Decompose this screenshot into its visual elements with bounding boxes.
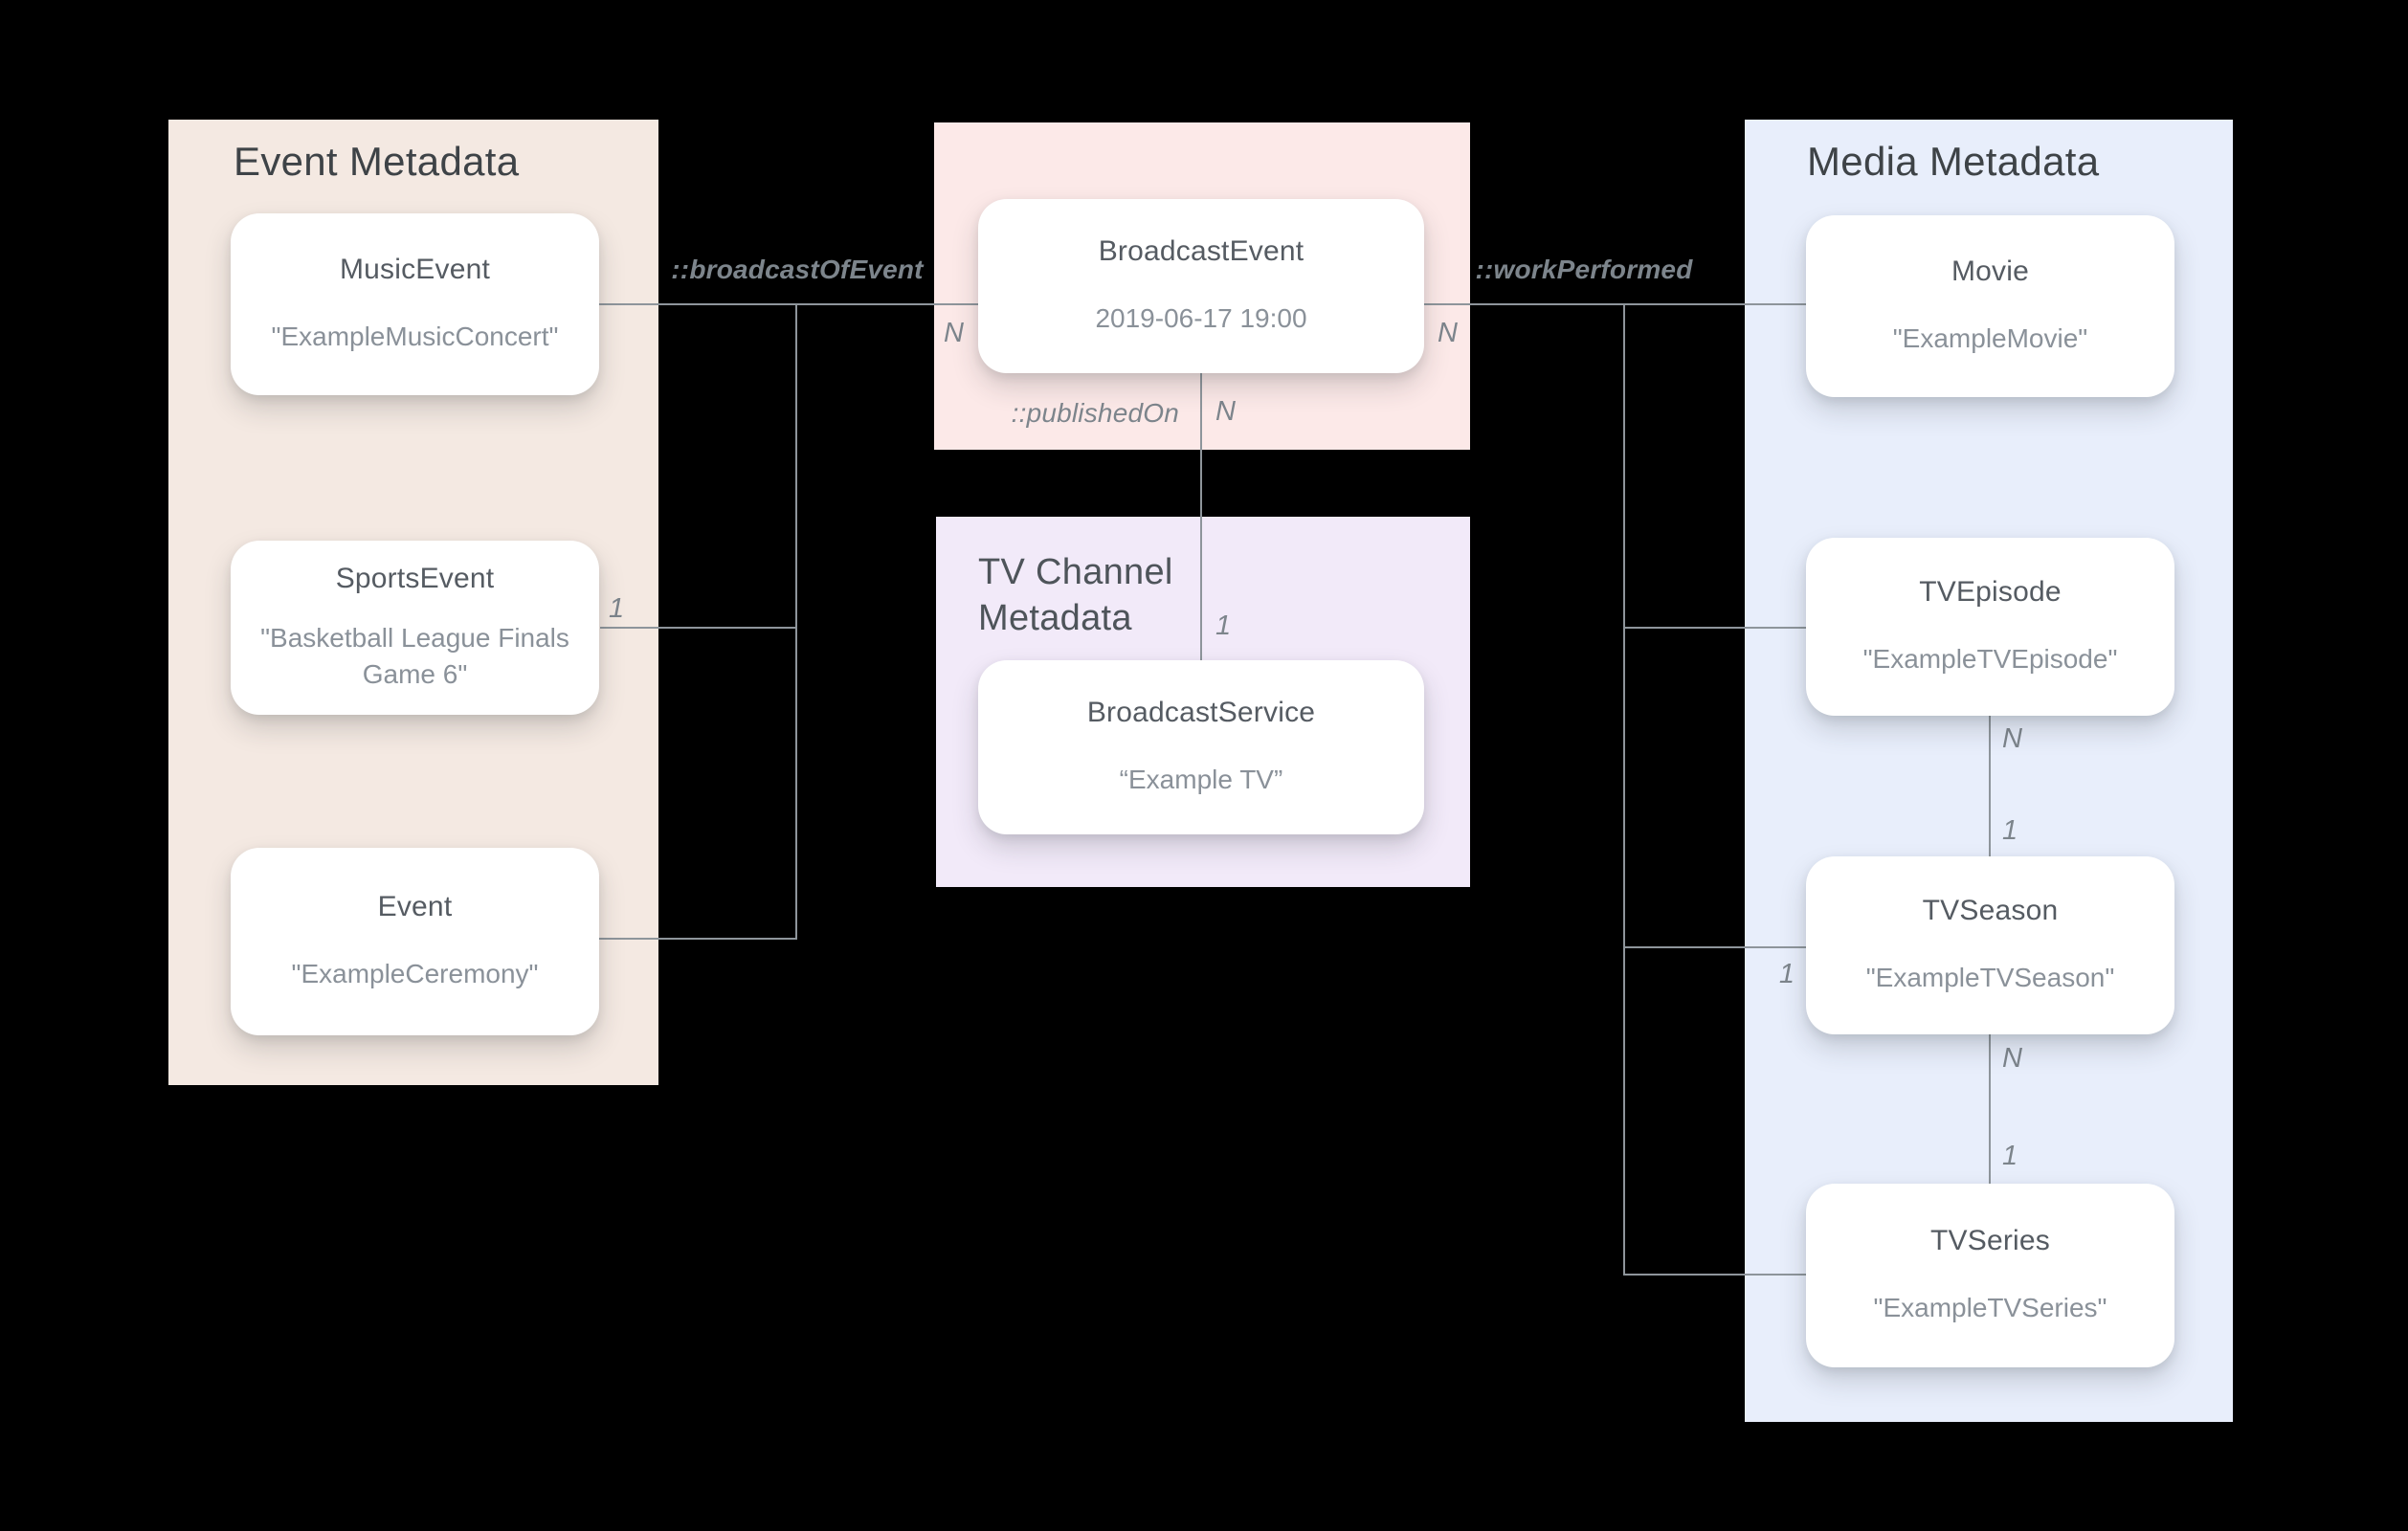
node-sportsevent-title: SportsEvent	[335, 563, 495, 595]
cardinality-one-tvseason-top: 1	[2002, 815, 2018, 846]
node-broadcastevent-value: 2019-06-17 19:00	[1095, 303, 1307, 334]
node-event: Event "ExampleCeremony"	[231, 848, 599, 1035]
node-musicevent-title: MusicEvent	[339, 254, 491, 286]
edge-workperformed-tvseries-branch	[1623, 1274, 1807, 1276]
edge-label-publishedon: ::publishedOn	[1011, 398, 1179, 428]
panel-title-tv-channel-metadata: TV Channel Metadata	[978, 552, 1173, 638]
node-broadcastevent-title: BroadcastEvent	[1098, 235, 1304, 268]
node-tvseries: TVSeries "ExampleTVSeries"	[1806, 1184, 2174, 1367]
node-sportsevent: SportsEvent "Basketball League Finals Ga…	[231, 541, 599, 715]
node-broadcastservice-title: BroadcastService	[1086, 697, 1316, 729]
node-broadcastevent: BroadcastEvent 2019-06-17 19:00	[978, 199, 1424, 373]
edge-broadcastofevent-main-line	[599, 303, 979, 305]
node-movie-title: Movie	[1951, 255, 2030, 288]
node-tvseason-title: TVSeason	[1922, 895, 2059, 927]
cardinality-n-tvepisode: N	[2002, 723, 2022, 754]
cardinality-n-publishedon: N	[1215, 396, 1236, 427]
node-broadcastservice: BroadcastService “Example TV”	[978, 660, 1424, 834]
edge-label-workperformed: ::workPerformed	[1475, 255, 1693, 284]
node-tvseries-value: "ExampleTVSeries"	[1873, 1293, 2107, 1323]
node-tvseason: TVSeason "ExampleTVSeason"	[1806, 856, 2174, 1034]
node-tvseries-title: TVSeries	[1930, 1225, 2050, 1257]
node-tvseason-value: "ExampleTVSeason"	[1865, 963, 2115, 993]
edge-broadcastofevent-sportsevent-branch	[600, 627, 797, 629]
node-tvepisode-title: TVEpisode	[1919, 576, 2062, 609]
edge-tvepisode-tvseason-line	[1989, 716, 1991, 856]
cardinality-n-broadcastevent-right: N	[1438, 318, 1458, 348]
node-movie-value: "ExampleMovie"	[1892, 323, 2088, 354]
edge-tvseason-tvseries-line	[1989, 1034, 1991, 1184]
edge-workperformed-tvseason-branch	[1623, 946, 1807, 948]
node-tvepisode-value: "ExampleTVEpisode"	[1862, 644, 2118, 675]
edge-publishedon-line	[1200, 373, 1202, 660]
node-musicevent: MusicEvent "ExampleMusicConcert"	[231, 213, 599, 395]
cardinality-one-tvseason-left: 1	[1778, 959, 1795, 989]
cardinality-n-broadcastevent-left: N	[944, 318, 964, 348]
node-tvepisode: TVEpisode "ExampleTVEpisode"	[1806, 538, 2174, 716]
node-event-title: Event	[377, 891, 453, 923]
panel-title-media-metadata: Media Metadata	[1807, 139, 2100, 184]
node-broadcastservice-value: “Example TV”	[1119, 765, 1283, 795]
node-event-value: "ExampleCeremony"	[291, 959, 539, 989]
cardinality-one-tvseries: 1	[2002, 1141, 2018, 1171]
edge-workperformed-main-line	[1423, 303, 1807, 305]
node-sportsevent-value: "Basketball League Finals Game 6"	[260, 623, 569, 689]
edge-broadcastofevent-event-branch	[599, 938, 797, 940]
node-movie: Movie "ExampleMovie"	[1806, 215, 2174, 397]
cardinality-one-broadcastservice: 1	[1215, 610, 1232, 641]
edge-workperformed-tvepisode-branch	[1623, 627, 1807, 629]
edge-broadcastofevent-trunk-line	[795, 303, 797, 940]
node-musicevent-value: "ExampleMusicConcert"	[271, 322, 559, 352]
edge-label-broadcastofevent: ::broadcastOfEvent	[671, 255, 924, 284]
cardinality-one-sportsevent: 1	[609, 593, 625, 624]
cardinality-n-tvseason-bottom: N	[2002, 1043, 2022, 1074]
edge-workperformed-trunk-line	[1623, 303, 1625, 1276]
panel-title-event-metadata: Event Metadata	[234, 139, 520, 184]
